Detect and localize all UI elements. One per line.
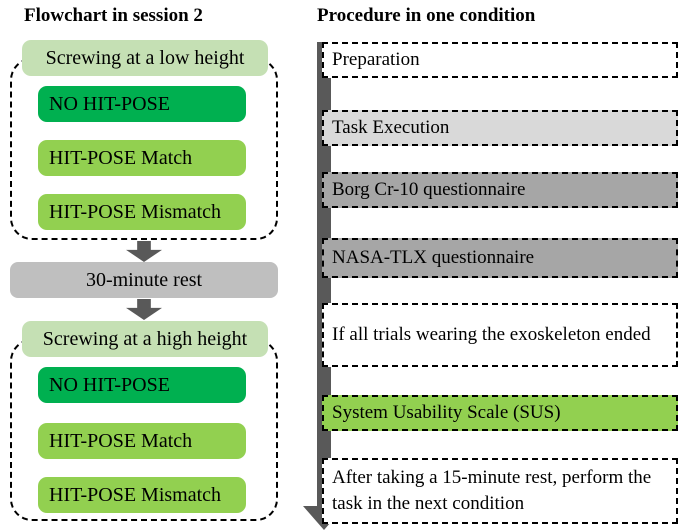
- high-height-header: Screwing at a high height: [22, 321, 268, 357]
- high-no-hit-pose-box: NO HIT-POSE: [38, 367, 246, 403]
- down-arrow-icon: [126, 299, 162, 320]
- step-nasa-tlx: NASA-TLX questionnaire: [322, 238, 678, 278]
- step-preparation: Preparation: [322, 42, 678, 78]
- low-height-header: Screwing at a low height: [22, 40, 268, 76]
- step-sus: System Usability Scale (SUS): [322, 395, 678, 431]
- right-column-title: Procedure in one condition: [317, 5, 536, 26]
- low-no-hit-pose-box: NO HIT-POSE: [38, 86, 246, 122]
- low-hit-pose-match-box: HIT-POSE Match: [38, 140, 246, 176]
- high-hit-pose-match-box: HIT-POSE Match: [38, 423, 246, 459]
- low-hit-pose-mismatch-box: HIT-POSE Mismatch: [38, 194, 246, 230]
- high-hit-pose-mismatch-box: HIT-POSE Mismatch: [38, 477, 246, 513]
- rest-box: 30-minute rest: [10, 262, 278, 298]
- step-borg-cr10: Borg Cr-10 questionnaire: [322, 172, 678, 208]
- down-arrow-icon: [126, 241, 162, 262]
- step-trials-ended: If all trials wearing the exoskeleton en…: [322, 303, 678, 367]
- left-column-title: Flowchart in session 2: [24, 5, 203, 26]
- step-next-condition: After taking a 15-minute rest, perform t…: [322, 458, 678, 524]
- step-task-execution: Task Execution: [322, 110, 678, 146]
